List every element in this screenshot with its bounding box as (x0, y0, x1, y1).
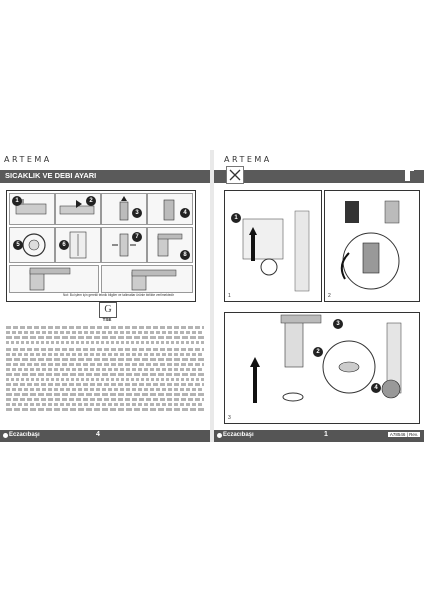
hand-cartridge-drawing (242, 210, 310, 292)
figure-caption: Not: Bu işlem için gerekli teknik bilgil… (63, 293, 175, 297)
tools-icon (226, 166, 244, 184)
ring-drawing (22, 233, 46, 257)
header-bar (214, 166, 424, 184)
step-cell: 5 (9, 227, 55, 263)
right-page: ARTEMA 1 1 (214, 150, 424, 442)
faucet-drawing (15, 199, 47, 215)
instruction-panel-3: 2 3 4 3 (224, 312, 420, 424)
step-badge: 1 (12, 196, 22, 206)
footer-brand: Eczacıbaşı (223, 432, 254, 438)
step-cell (101, 265, 193, 293)
brand-mark-icon (3, 433, 8, 438)
brand-mark-icon (217, 433, 222, 438)
step-cell: 1 (9, 193, 55, 225)
fine-print-line (6, 341, 204, 345)
faucet-drawing (29, 267, 71, 291)
fine-print-line (6, 398, 204, 402)
fine-print-line (6, 353, 204, 357)
fine-print-line (6, 403, 204, 407)
document-code: A78546 | Rev. (387, 432, 420, 437)
cartridge-drawing (163, 199, 175, 221)
step-badge: 8 (180, 250, 190, 260)
fine-print-line (6, 326, 204, 330)
step-cell (9, 265, 99, 293)
fine-print-line (6, 388, 204, 392)
page-footer: Eczacıbaşı 4 (0, 430, 210, 442)
instruction-panel-1: 1 1 (224, 190, 322, 302)
step-badge: 4 (371, 383, 381, 393)
section-title: SICAKLIK VE DEBI AYARI (5, 171, 97, 180)
step-badge: 7 (132, 232, 142, 242)
fine-print-line (6, 378, 204, 382)
fine-print-line (6, 348, 204, 352)
section-title-bar: SICAKLIK VE DEBI AYARI (0, 170, 210, 183)
page-number: 4 (96, 431, 100, 438)
step-badge: 2 (86, 196, 96, 206)
panel-number: 3 (228, 415, 231, 421)
certificate-text-block: G TSE (6, 302, 204, 416)
page-number: 1 (324, 431, 328, 438)
page-gutter (210, 150, 214, 442)
fine-print-line (6, 336, 204, 340)
certificate-label: TSE (102, 317, 112, 322)
faucet-icon (400, 166, 416, 182)
fine-print-line (6, 368, 204, 372)
step-cell: 7 (101, 227, 147, 263)
panel-number: 2 (328, 293, 331, 299)
fine-print-line (6, 383, 204, 387)
step-badge: 2 (313, 347, 323, 357)
fine-print-line (6, 393, 204, 397)
left-page: ARTEMA SICAKLIK VE DEBI AYARI 1 2 3 4 (0, 150, 210, 442)
cartridge-detail-drawing (340, 200, 400, 290)
faucet-drawing (157, 233, 183, 257)
step-badge: 6 (59, 240, 69, 250)
fine-print-line (6, 408, 204, 412)
step-badge: 4 (180, 208, 190, 218)
step-cell: 6 (55, 227, 101, 263)
step-cell: 3 (101, 193, 147, 225)
certificate-logo: G (99, 302, 117, 318)
fine-print-line (6, 331, 204, 335)
step-cell: 8 (147, 227, 193, 263)
cartridge-drawing (112, 233, 136, 257)
step-badge: 3 (132, 208, 142, 218)
step-badge: 3 (333, 319, 343, 329)
instruction-figure-grid: 1 2 3 4 5 6 (6, 190, 196, 302)
step-badge: 5 (13, 240, 23, 250)
fine-print-line (6, 358, 204, 362)
step-cell: 2 (55, 193, 101, 225)
faucet-drawing (131, 269, 177, 291)
step-cell: 4 (147, 193, 193, 225)
cartridge-drawing (119, 196, 129, 221)
panel-number: 1 (228, 293, 231, 299)
fine-print-line (6, 363, 204, 367)
footer-brand: Eczacıbaşı (9, 432, 40, 438)
brand-logo: ARTEMA (224, 155, 272, 164)
fine-print-line (6, 373, 204, 377)
reassembly-drawing (250, 314, 402, 403)
brand-logo: ARTEMA (4, 155, 52, 164)
page-footer: Eczacıbaşı 1 A78546 | Rev. (214, 430, 424, 442)
faucet-drawing (59, 200, 95, 215)
instruction-panel-2: 2 (324, 190, 420, 302)
step-badge: 1 (231, 213, 241, 223)
temperature-dial-drawing (69, 231, 87, 259)
